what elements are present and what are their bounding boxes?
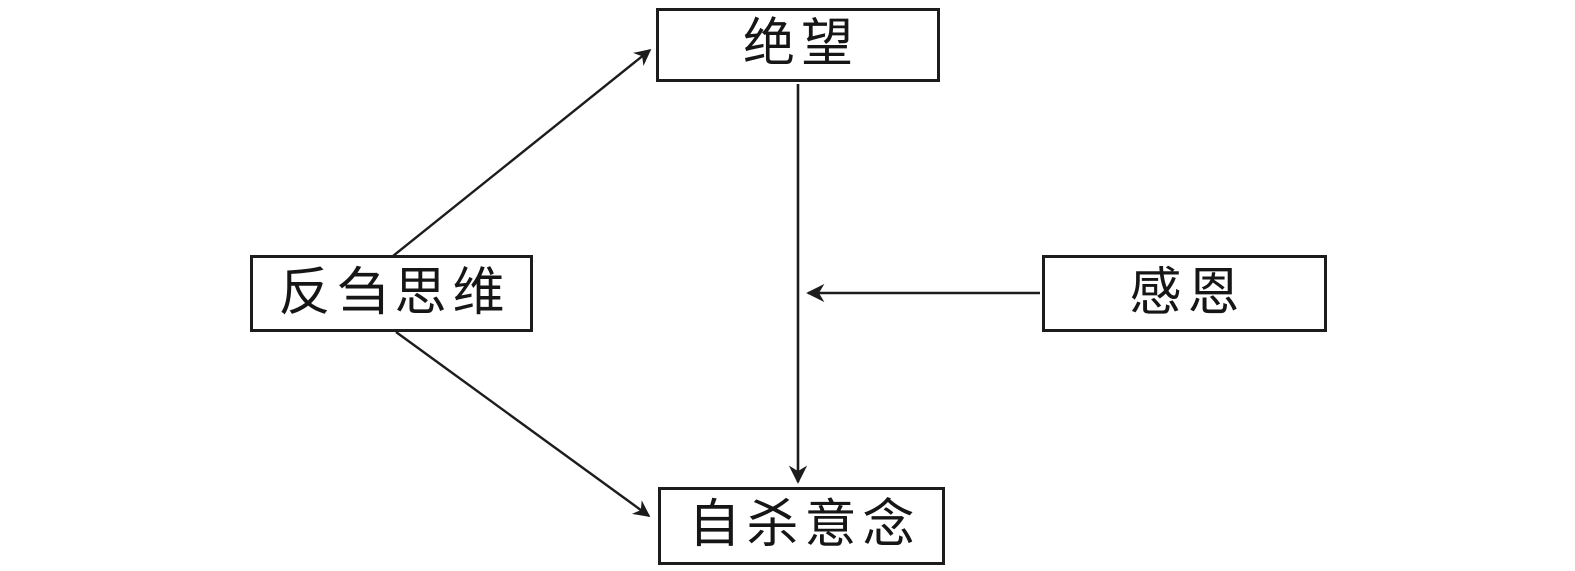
- node-gratitude-label: 感恩: [1129, 264, 1246, 322]
- node-gratitude: 感恩: [1042, 255, 1327, 332]
- node-suicidal-ideation-label: 自杀意念: [688, 497, 921, 554]
- node-rumination: 反刍思维: [250, 255, 533, 332]
- node-suicidal-ideation: 自杀意念: [658, 487, 945, 565]
- node-rumination-label: 反刍思维: [278, 264, 511, 322]
- node-despair-label: 绝望: [742, 16, 859, 73]
- node-despair: 绝望: [656, 8, 940, 82]
- arrow-rumination-to-suicidal-ideation: [395, 331, 651, 517]
- arrow-rumination-to-despair: [392, 48, 652, 257]
